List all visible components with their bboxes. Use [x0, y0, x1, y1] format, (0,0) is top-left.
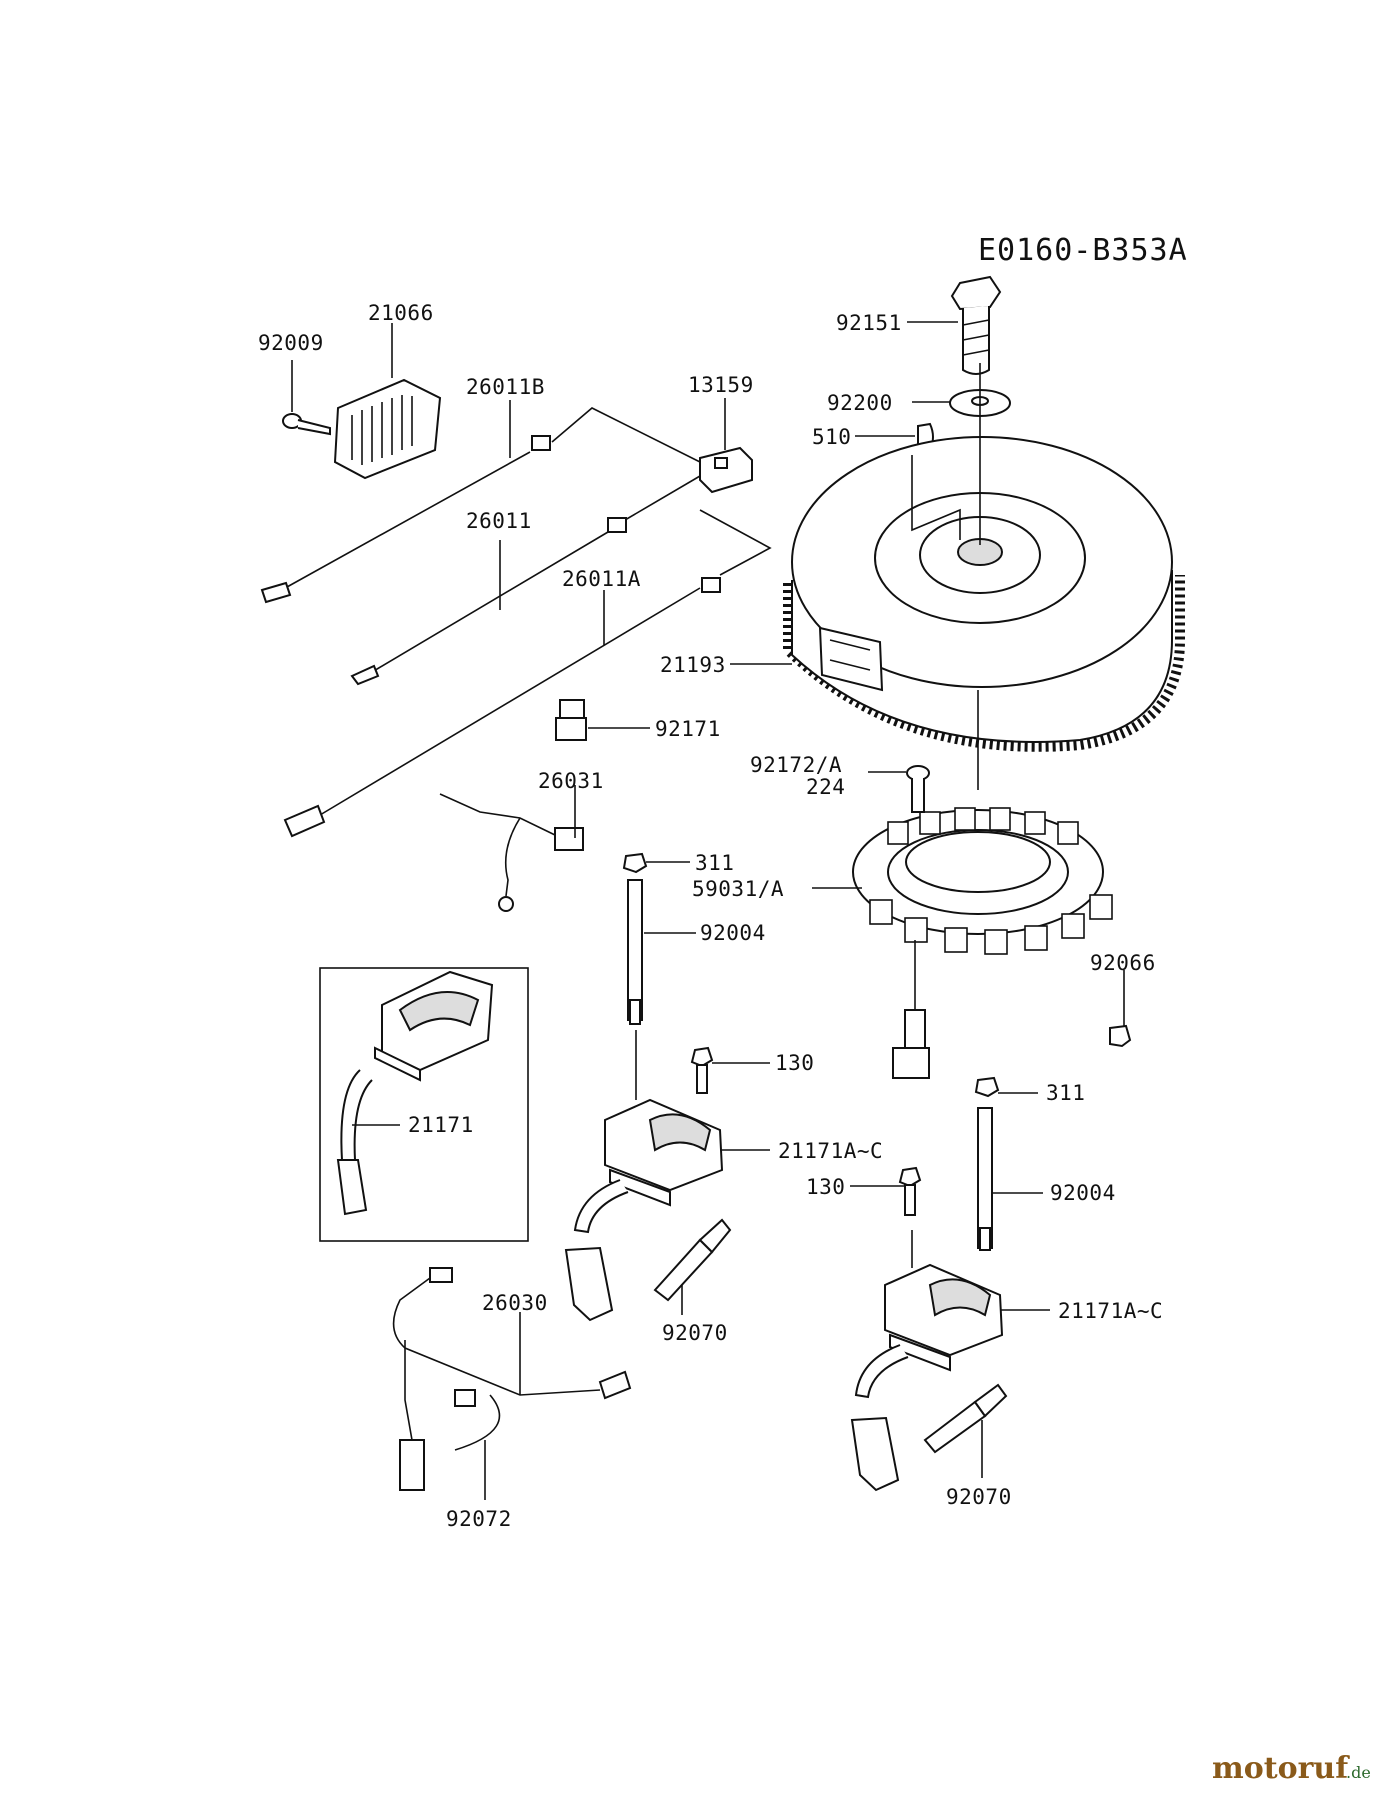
stator-59031A — [852, 807, 1113, 1079]
lead-26031 — [439, 793, 584, 912]
clip-92171 — [555, 699, 587, 741]
clamp-92072 — [454, 1389, 501, 1451]
label-92009: 92009 — [258, 331, 324, 355]
watermark-logo: motoruf .de — [1212, 1751, 1371, 1786]
label-311-a: 311 — [695, 851, 734, 875]
label-130-a: 130 — [775, 1051, 814, 1075]
diagram-code: E0160-B353A — [978, 233, 1188, 268]
label-59031A: 59031/A — [692, 877, 784, 901]
flywheel-21193 — [783, 436, 1185, 752]
nut-311-b — [974, 1076, 1000, 1098]
harness-26011 — [350, 475, 701, 686]
watermark-brand: motoruf — [1212, 1751, 1350, 1786]
harness-26011A — [283, 509, 772, 838]
screw-130-a — [690, 1046, 714, 1094]
label-26011: 26011 — [466, 509, 532, 533]
bolt-92151 — [950, 275, 1002, 375]
stud-92004-a — [627, 879, 643, 1025]
label-26030: 26030 — [482, 1291, 548, 1315]
nut-92066 — [1109, 1024, 1132, 1048]
ignition-coil-21171Ac-a — [564, 1098, 724, 1322]
label-510: 510 — [812, 425, 851, 449]
label-92070-b: 92070 — [946, 1485, 1012, 1509]
label-21066: 21066 — [368, 301, 434, 325]
label-92004-a: 92004 — [700, 921, 766, 945]
label-92072: 92072 — [446, 1507, 512, 1531]
screw-130-b — [898, 1166, 922, 1216]
label-92066: 92066 — [1090, 951, 1156, 975]
label-311-b: 311 — [1046, 1081, 1085, 1105]
spark-plug-92070-a — [653, 1218, 732, 1302]
label-26031: 26031 — [538, 769, 604, 793]
regulator-21066 — [333, 378, 442, 480]
label-13159: 13159 — [688, 373, 754, 397]
harness-26011B — [260, 407, 701, 604]
connector-13159 — [699, 446, 753, 494]
label-92004-b: 92004 — [1050, 1181, 1116, 1205]
spark-plug-92070-b — [923, 1383, 1008, 1454]
lead-26030 — [392, 1267, 632, 1491]
watermark-tld: .de — [1346, 1763, 1371, 1782]
stud-92004-b — [977, 1107, 993, 1251]
label-92070-a: 92070 — [662, 1321, 728, 1345]
ignition-coil-21171 — [319, 967, 529, 1242]
label-92171: 92171 — [655, 717, 721, 741]
label-130-b: 130 — [806, 1175, 845, 1199]
label-21171: 21171 — [408, 1113, 474, 1137]
label-26011A: 26011A — [562, 567, 641, 591]
screw-92172A — [906, 765, 930, 813]
screw-92009 — [282, 413, 331, 436]
label-92200: 92200 — [827, 391, 893, 415]
label-224: 224 — [806, 775, 845, 799]
label-21171Ac-a: 21171A~C — [778, 1139, 883, 1163]
ignition-coil-21171Ac-b — [850, 1263, 1004, 1492]
label-92172A: 92172/A — [750, 753, 842, 777]
nut-311-a — [622, 852, 648, 874]
label-26011B: 26011B — [466, 375, 545, 399]
label-21171Ac-b: 21171A~C — [1058, 1299, 1163, 1323]
label-92151: 92151 — [836, 311, 902, 335]
label-21193: 21193 — [660, 653, 726, 677]
leader-lines — [291, 321, 1125, 1500]
